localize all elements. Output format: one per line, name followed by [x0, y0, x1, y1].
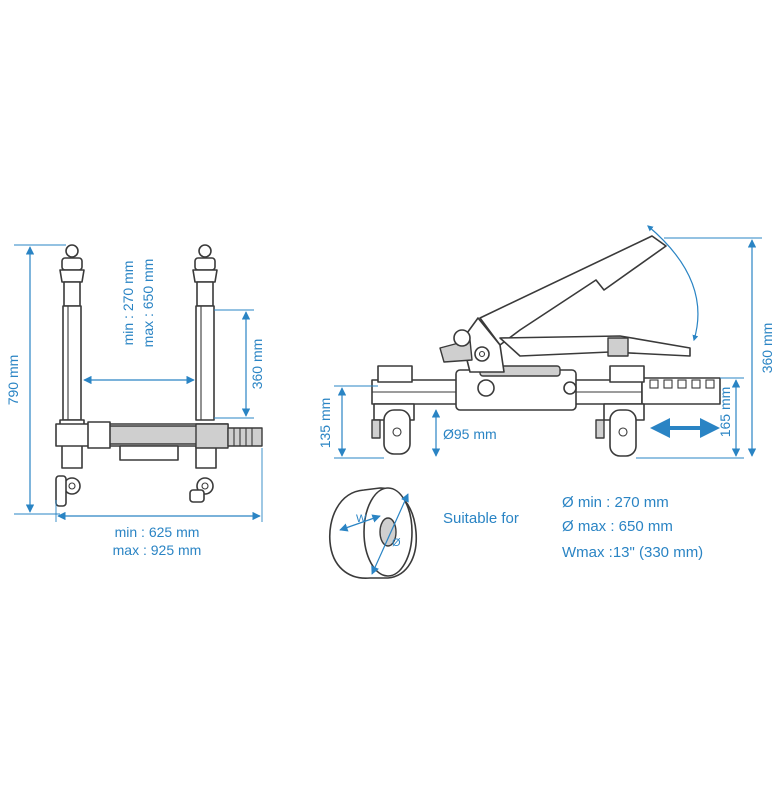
spread-max-label: max : 650 mm: [140, 259, 156, 348]
platform-height-label: 165 mm: [717, 387, 733, 438]
tyre-icon: W Ø: [328, 487, 418, 579]
spread-min-label: min : 270 mm: [120, 261, 136, 346]
frame-height-label: 135 mm: [317, 398, 333, 449]
side-frame: [371, 365, 721, 411]
tyre-diameter-symbol: Ø: [392, 537, 401, 549]
lift-arm: [439, 235, 691, 373]
width-min-label: min : 625 mm: [115, 524, 200, 540]
base-frame: [55, 421, 263, 461]
right-caster: [595, 365, 645, 457]
front-view: 790 mm min : 270 mm max : 650 mm 360 mm …: [5, 244, 265, 558]
suitable-min: Ø min : 270 mm: [562, 494, 669, 511]
suitable-wmax: Wmax :13" (330 mm): [562, 544, 703, 561]
side-view: 135 mm Ø95 mm 165 mm 360 mm: [317, 225, 775, 459]
swing-arrow: [647, 225, 699, 342]
tyre-diameter-line: [371, 493, 409, 575]
left-post: [55, 244, 85, 507]
height-label: 790 mm: [5, 355, 21, 406]
total-height-label: 360 mm: [759, 323, 775, 374]
width-max-label: max : 925 mm: [113, 542, 202, 558]
right-post: [189, 244, 218, 503]
suitability-info: Suitable for Ø min : 270 mm Ø max : 650 …: [443, 494, 703, 561]
suitable-title: Suitable for: [443, 510, 519, 527]
post-height-label: 360 mm: [249, 339, 265, 390]
suitable-max: Ø max : 650 mm: [562, 518, 673, 535]
left-caster: [371, 365, 415, 455]
wheel-diameter-label: Ø95 mm: [443, 426, 497, 442]
tyre-width-symbol: W: [356, 513, 367, 525]
